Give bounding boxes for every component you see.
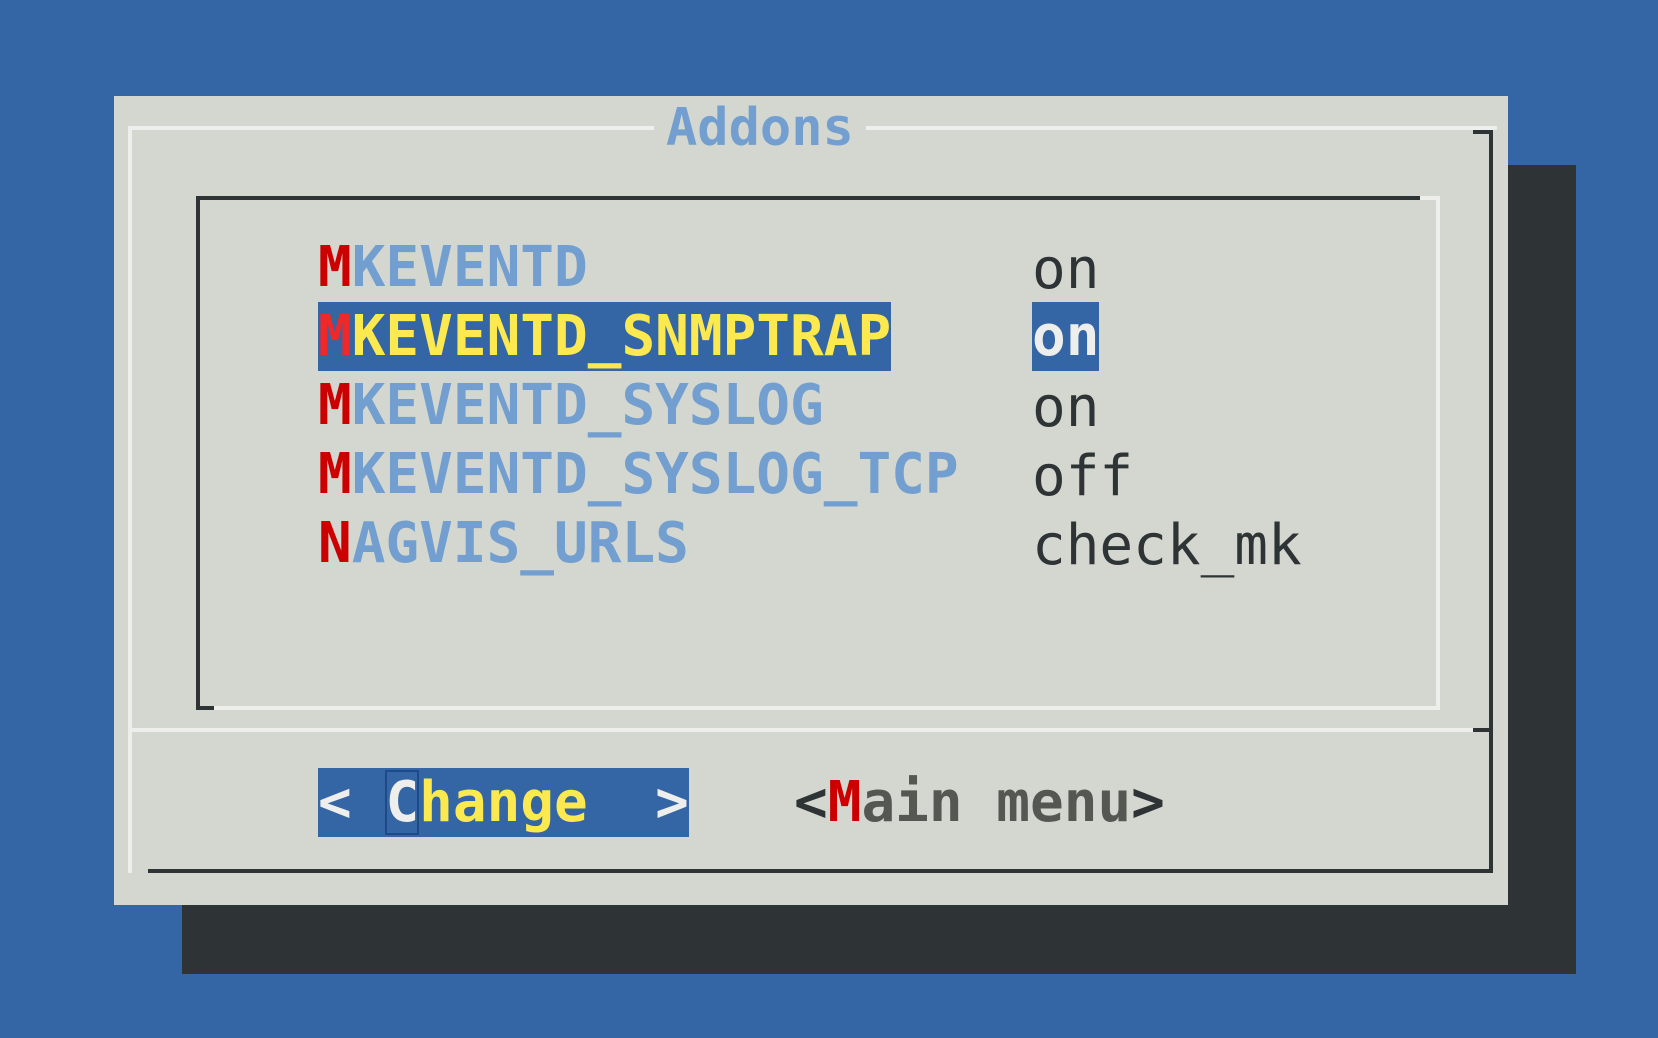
menu-item-hotkey: M [318, 442, 352, 507]
dialog-frame-left [128, 126, 132, 873]
button-hotkey: M [827, 770, 862, 835]
menu-box-top [196, 196, 1420, 200]
addons-dialog: Addons MKEVENTD on MKEVENTD_SNMPTRAP on … [114, 96, 1508, 905]
separator-corner [1473, 728, 1493, 732]
button-separator [132, 728, 1489, 732]
button-hotkey: C [385, 770, 420, 835]
menu-item-value: on [1032, 302, 1100, 371]
menu-item-name: KEVENTD_SNMPTRAP [351, 304, 892, 369]
menu-item-mkeventd-syslog[interactable]: MKEVENTD_SYSLOG on [318, 371, 1318, 440]
dialog-title: Addons [654, 96, 866, 160]
menu-item-name: KEVENTD [351, 235, 588, 300]
menu-item-mkeventd-snmptrap[interactable]: MKEVENTD_SNMPTRAP on [318, 302, 1318, 371]
menu-item-mkeventd[interactable]: MKEVENTD on [318, 233, 1318, 302]
menu-item-tag[interactable]: MKEVENTD_SYSLOG [318, 371, 824, 440]
menu-item-hotkey: N [318, 511, 352, 576]
menu-item-tag[interactable]: MKEVENTD_SYSLOG_TCP [318, 440, 959, 509]
main-menu-button[interactable]: <Main menu> [794, 768, 1165, 837]
dialog-frame-corner [1473, 130, 1493, 134]
button-bracket-left: < [318, 770, 386, 835]
dialog-frame-bottom [148, 869, 1493, 873]
menu-box-bottom-corner [196, 706, 214, 710]
button-label: ain menu [861, 770, 1132, 835]
menu-item-value: check_mk [1032, 513, 1302, 578]
menu-box-left [196, 196, 200, 710]
menu-item-hotkey: M [318, 373, 352, 438]
button-bracket-left: < [794, 770, 828, 835]
dialog-frame-right [1489, 130, 1493, 873]
button-bracket-right: > [1131, 770, 1165, 835]
addons-menu: MKEVENTD on MKEVENTD_SNMPTRAP on MKEVENT… [318, 233, 1318, 578]
menu-item-tag[interactable]: MKEVENTD [318, 233, 588, 302]
menu-item-mkeventd-syslog-tcp[interactable]: MKEVENTD_SYSLOG_TCP off [318, 440, 1318, 509]
menu-item-tag[interactable]: NAGVIS_URLS [318, 509, 689, 578]
menu-item-value: on [1032, 375, 1100, 440]
menu-item-value: on [1032, 237, 1100, 302]
menu-item-value: off [1032, 444, 1134, 509]
menu-box-bottom [214, 706, 1440, 710]
change-button[interactable]: < Change > [318, 768, 689, 837]
menu-item-name: KEVENTD_SYSLOG [351, 373, 824, 438]
menu-item-name: AGVIS_URLS [351, 511, 689, 576]
menu-box-top-corner [1420, 196, 1440, 200]
menu-item-tag[interactable]: MKEVENTD_SNMPTRAP [318, 302, 892, 371]
button-bracket-right: > [587, 770, 689, 835]
menu-item-name: KEVENTD_SYSLOG_TCP [351, 442, 959, 507]
menu-item-hotkey: M [318, 304, 352, 369]
menu-item-hotkey: M [318, 235, 352, 300]
button-label: hange [419, 770, 588, 835]
menu-box-right [1436, 196, 1440, 710]
menu-item-nagvis-urls[interactable]: NAGVIS_URLS check_mk [318, 509, 1318, 578]
